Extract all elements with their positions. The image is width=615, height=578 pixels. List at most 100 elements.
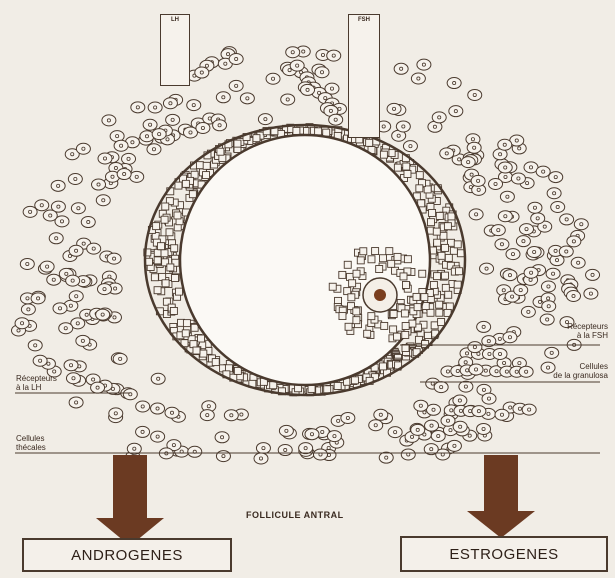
theca-cell [472,406,486,417]
theca-cell [489,178,503,189]
granulosa-cell [162,280,169,287]
cumulus-cell [329,283,336,290]
theca-cell [477,423,491,434]
theca-cell [574,219,588,230]
cumulus-cell [386,248,393,255]
granulosa-cell [444,223,451,230]
theca-cell [299,443,313,454]
theca-cell [148,102,162,113]
theca-cell [266,73,280,84]
theca-cell [256,443,270,454]
granulosa-cell [446,303,453,310]
androgens-box: ANDROGENES [22,538,232,572]
theca-cell [461,157,475,168]
theca-cell [96,309,110,320]
theca-cell [520,224,534,235]
theca-cell [469,364,483,375]
granulosa-cell [454,241,461,248]
theca-cell [522,404,536,415]
theca-cell [195,67,209,78]
granulosa-cell [151,274,158,281]
theca-cell [98,153,112,164]
cumulus-cell [360,248,367,255]
theca-cell [541,281,555,292]
theca-cell [546,268,560,279]
granulosa-cell [429,209,436,216]
theca-cell [531,213,545,224]
theca-cell [551,202,565,213]
theca-cell [431,430,445,441]
theca-cell [130,171,144,182]
theca-cell [374,409,388,420]
cumulus-cell [393,333,400,340]
granulosa-cell [334,382,341,389]
cumulus-cell [414,304,421,311]
theca-cell [315,67,329,78]
granulosa-cell [445,254,452,261]
cumulus-cell [368,313,375,320]
theca-cell [414,400,428,411]
theca-cell [468,342,482,353]
granulosa-cell [379,363,386,370]
theca-cell [542,301,556,312]
cumulus-cell [353,308,360,315]
theca-cell [81,217,95,228]
theca-cell [369,420,383,431]
theca-cell [411,73,425,84]
granulosa-cell [450,247,457,254]
theca-cell [224,410,238,421]
cumulus-cell [364,330,371,337]
theca-cell [495,409,509,420]
theca-cell [477,321,491,332]
theca-cell [536,166,550,177]
theca-cell [165,407,179,418]
granulosa-cell [212,359,219,366]
theca-cell [166,114,180,125]
granulosa-cell [403,163,410,170]
theca-cell [469,209,483,220]
theca-cell [69,291,83,302]
granulosa-cell [154,249,161,256]
theca-cell [229,80,243,91]
theca-cell [506,249,520,260]
theca-cell [327,431,341,442]
theca-cell [76,143,90,154]
theca-cell [567,291,581,302]
theca-cell [498,162,512,173]
oocyte-nucleus [374,289,386,301]
granulosa-cell [366,139,373,146]
theca-cell [188,446,202,457]
granulosa-cell [457,250,464,257]
cumulus-cell [402,323,409,330]
theca-cell [151,403,165,414]
theca-cell [278,445,292,456]
androgens-arrow [96,455,164,546]
theca-cell [240,93,254,104]
granulosa-cell [441,272,448,279]
theca-cell [449,106,463,117]
theca-cell [76,335,90,346]
theca-cell [493,348,507,359]
granulosa-cell [234,140,241,147]
theca-cell [71,203,85,214]
granulosa-cell [175,182,182,189]
theca-cell [468,89,482,100]
cumulus-cell [400,273,407,280]
granulosa-cell [162,203,169,210]
cumulus-cell [344,261,351,268]
theca-cell [216,92,230,103]
cumulus-cell [413,293,420,300]
theca-cell [447,78,461,89]
fsh-label: FSH [349,17,379,23]
theca-cell [51,180,65,191]
theca-cell [495,239,509,250]
theca-cell [491,225,505,236]
theca-cell [503,332,517,343]
theca-cell [511,173,525,184]
theca-cell [117,169,131,180]
granulosa-cell [380,151,387,158]
theca-cell [396,121,410,132]
theca-cell [411,424,425,435]
theca-cell [40,261,54,272]
theca-cell [524,267,538,278]
